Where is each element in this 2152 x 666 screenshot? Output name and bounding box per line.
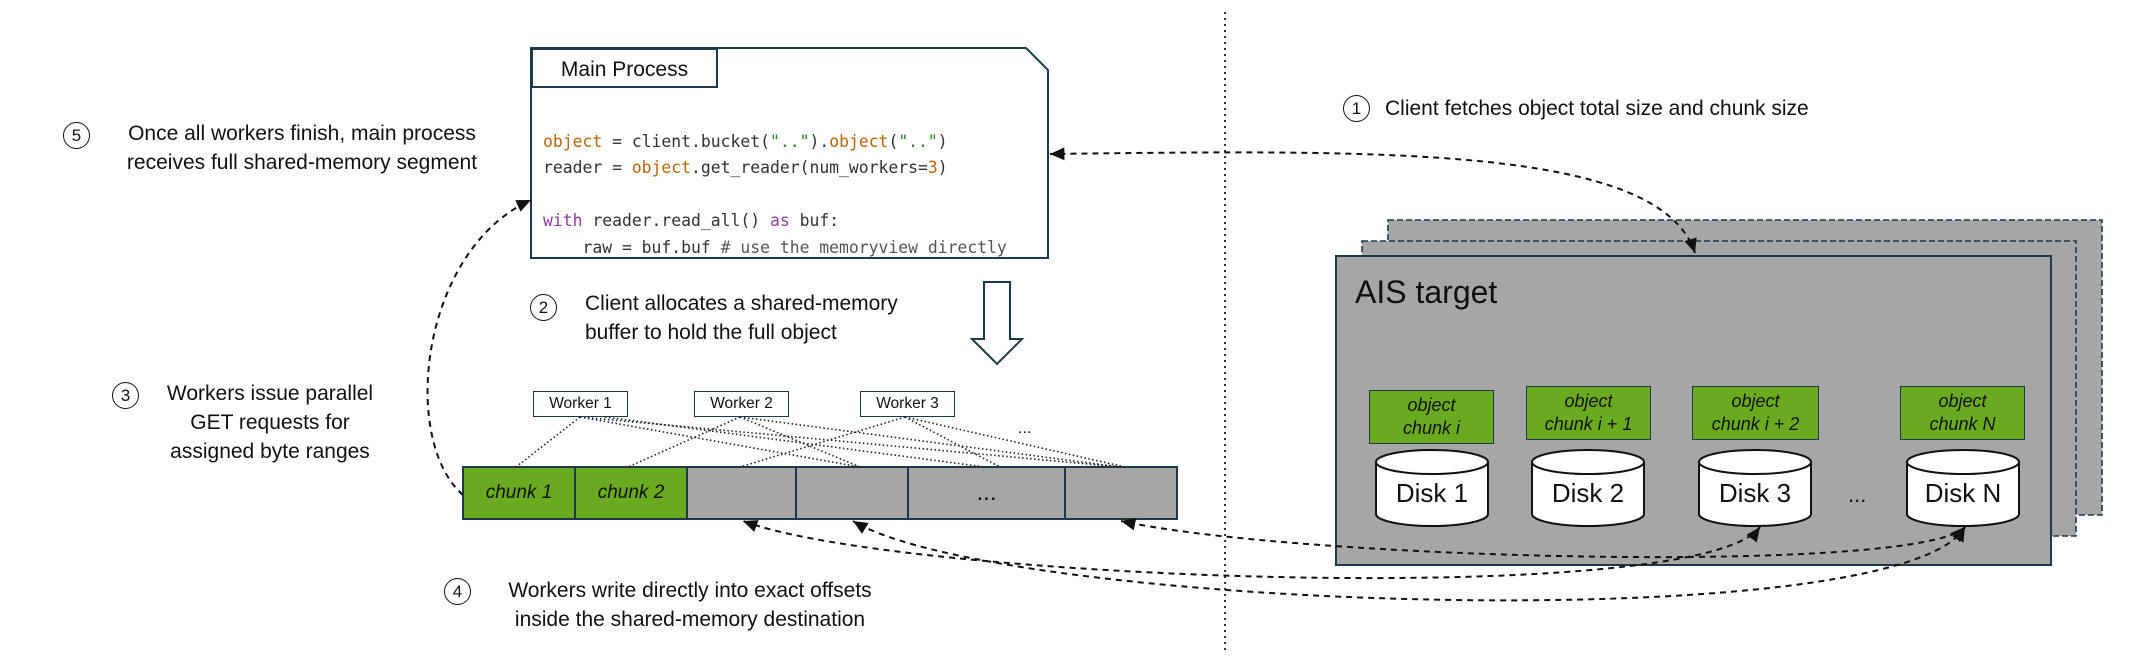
allocate-down-arrow — [969, 281, 1025, 366]
step-4-number: 4 — [444, 578, 471, 605]
disk-3-label: Disk 3 — [1718, 478, 1792, 508]
ais-chunk-i-line-1: object — [1407, 395, 1456, 415]
step-3-number: 3 — [112, 382, 139, 409]
arrow-diskN-to-cell6 — [1120, 517, 1966, 559]
workers-more-ellipsis: ... — [1018, 420, 1032, 437]
ais-chunk-i-plus-1: object chunk i + 1 — [1526, 386, 1651, 440]
ais-chunk-i-plus-1-line-1: object — [1564, 391, 1613, 411]
code-line-1: object = client.bucket("..").object(".."… — [543, 131, 948, 151]
code-line-4: with reader.read_all() as buf: — [543, 211, 840, 230]
step-2-text: Client allocates a shared-memory buffer … — [585, 289, 898, 347]
ais-chunk-i-plus-1-line-2: chunk i + 1 — [1544, 414, 1633, 434]
worker-2-box: Worker 2 — [694, 391, 789, 417]
main-process-title: Main Process — [531, 48, 718, 88]
ais-chunk-i-plus-2-line-1: object — [1731, 391, 1780, 411]
ais-chunk-i: object chunk i — [1369, 390, 1494, 444]
buffer-label-chunk-2: chunk 2 — [597, 482, 665, 503]
disk-2-label: Disk 2 — [1551, 478, 1625, 508]
ais-target-title: AIS target — [1355, 274, 1498, 310]
step-2-line-1: Client allocates a shared-memory — [585, 292, 898, 315]
ais-chunk-i-line-2: chunk i — [1402, 418, 1461, 438]
worker-3-box: Worker 3 — [860, 391, 955, 417]
step-1-text: Client fetches object total size and chu… — [1385, 97, 1809, 120]
code-snippet: object = client.bucket("..").object(".."… — [543, 102, 1007, 261]
buffer-label-ellipsis: ... — [976, 479, 997, 506]
step-3-line-3: assigned byte ranges — [170, 440, 370, 463]
arrow-diskN-to-cell4 — [852, 520, 1966, 602]
buffer-cell-6 — [1064, 466, 1178, 520]
buffer-cell-3 — [686, 466, 797, 520]
buffer-cell-chunk-1 — [462, 466, 576, 520]
buffer-cell-4 — [795, 466, 909, 520]
ais-chunk-n: object chunk N — [1900, 386, 2025, 440]
disk-1-label: Disk 1 — [1395, 478, 1469, 508]
step-1-number: 1 — [1343, 95, 1370, 122]
buffer-label-chunk-1: chunk 1 — [485, 482, 553, 503]
arrow-fetch-size — [1049, 147, 1697, 254]
ais-chunk-i-plus-2: object chunk i + 2 — [1692, 386, 1819, 440]
step-2-line-2: buffer to hold the full object — [585, 321, 837, 344]
step-5-number: 5 — [63, 122, 90, 149]
disk-n-label: Disk N — [1924, 478, 2002, 508]
step-5-text: Once all workers finish, main process re… — [92, 119, 512, 177]
step-4-line-2: inside the shared-memory destination — [514, 608, 866, 631]
step-3-text: Workers issue parallel GET requests for … — [135, 379, 405, 466]
buffer-cell-5 — [907, 466, 1066, 520]
ais-chunk-i-plus-2-line-2: chunk i + 2 — [1711, 414, 1800, 434]
step-5-line-2: receives full shared-memory segment — [126, 151, 478, 174]
main-process-box — [530, 47, 1049, 259]
ais-chunk-n-line-1: object — [1938, 391, 1987, 411]
step-3-line-2: GET requests for — [190, 411, 350, 434]
shared-memory-buffer — [462, 466, 1178, 520]
worker-range-lines — [515, 416, 1126, 468]
step-2-number: 2 — [530, 294, 557, 321]
step-4-text: Workers write directly into exact offset… — [480, 576, 900, 634]
worker-1-box: Worker 1 — [533, 391, 628, 417]
ais-chunk-n-line-2: chunk N — [1929, 414, 1996, 434]
code-line-2: reader = object.get_reader(num_workers=3… — [543, 158, 948, 177]
arrow-finish-return — [426, 199, 532, 496]
step-3-line-1: Workers issue parallel — [166, 382, 374, 405]
step-4-line-1: Workers write directly into exact offset… — [508, 579, 872, 602]
code-line-5: raw = buf.buf # use the memoryview direc… — [543, 237, 1007, 257]
buffer-cell-chunk-2 — [574, 466, 688, 520]
step-5-line-1: Once all workers finish, main process — [128, 122, 476, 145]
disk-ellipsis: ... — [1848, 482, 1867, 507]
